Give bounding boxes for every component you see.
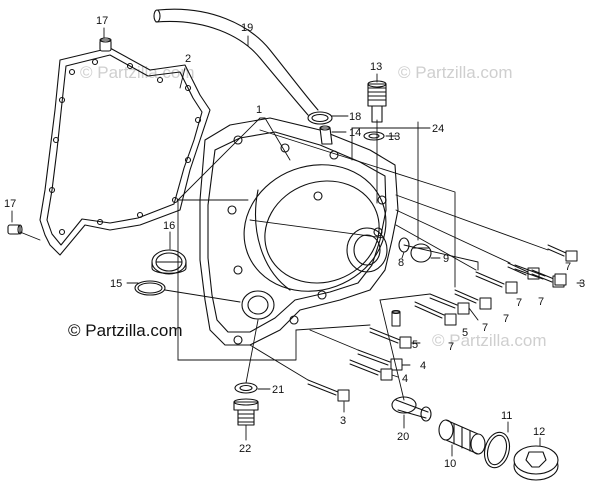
callout-4-upper: 4 xyxy=(420,360,426,372)
stud-5 xyxy=(391,310,401,327)
cap-9 xyxy=(410,243,432,263)
callout-4-lower: 4 xyxy=(402,373,408,385)
o-ring-11 xyxy=(483,431,511,469)
callout-17-left: 17 xyxy=(4,198,16,210)
bolt-5b xyxy=(369,327,412,349)
cap-12 xyxy=(513,445,559,481)
callout-13: 13 xyxy=(370,61,382,73)
dowel-pin-top xyxy=(99,37,112,52)
bolt-7e xyxy=(454,289,492,310)
gasket-part xyxy=(39,47,211,256)
callout-7-a: 7 xyxy=(565,261,571,273)
callout-9: 9 xyxy=(443,253,449,265)
washer-13 xyxy=(363,131,385,141)
strainer-20 xyxy=(391,396,432,422)
nipple-14 xyxy=(319,125,333,145)
crankcase-cover xyxy=(199,117,399,346)
callout-17-top: 17 xyxy=(96,15,108,27)
watermark-bottom: © Partzilla.com xyxy=(432,331,547,350)
callout-15: 15 xyxy=(110,278,122,290)
callout-2: 2 xyxy=(185,53,191,65)
bolt-7d xyxy=(475,271,518,294)
callout-19: 19 xyxy=(241,22,253,34)
bolt-7a xyxy=(547,244,578,262)
callout-7-e: 7 xyxy=(482,322,488,334)
callout-7-f: 7 xyxy=(448,341,454,353)
washer-21 xyxy=(234,382,258,394)
callout-5-upper: 5 xyxy=(462,327,468,339)
callout-24: 24 xyxy=(432,123,444,135)
union-fitting-13 xyxy=(367,80,387,123)
callout-7-c: 7 xyxy=(516,297,522,309)
callout-7-b: 7 xyxy=(538,296,544,308)
spring-10 xyxy=(438,419,486,455)
bolt-3b xyxy=(307,379,350,402)
hose-clamp-18 xyxy=(307,111,333,125)
callout-12: 12 xyxy=(533,426,545,438)
bolt-7f xyxy=(414,301,457,326)
callout-11: 11 xyxy=(501,410,512,422)
callout-20: 20 xyxy=(397,431,409,443)
drain-plug-22 xyxy=(233,398,259,426)
callout-21: 21 xyxy=(272,384,284,396)
callout-18: 18 xyxy=(349,111,361,123)
callout-14: 14 xyxy=(349,127,361,139)
callout-3-right: 3 xyxy=(579,278,585,290)
bolts-group xyxy=(307,244,578,402)
callout-labels: 1 2 3 3 4 4 5 5 7 7 7 7 7 7 8 9 10 11 12… xyxy=(4,15,585,470)
callout-10: 10 xyxy=(444,458,456,470)
callout-5-lower: 5 xyxy=(412,339,418,351)
callout-22: 22 xyxy=(239,443,251,455)
leader-lines xyxy=(11,27,584,457)
bolt-4b xyxy=(349,359,393,381)
callout-13-washer: 13 xyxy=(388,131,400,143)
copyright-text: © Partzilla.com xyxy=(68,321,183,340)
o-ring-15 xyxy=(134,280,166,296)
bolt-3a xyxy=(514,264,567,286)
breather-hose xyxy=(153,8,319,116)
watermark-right: © Partzilla.com xyxy=(398,63,513,82)
bolt-4a xyxy=(357,349,403,371)
callout-8: 8 xyxy=(398,257,404,269)
callout-1: 1 xyxy=(256,104,262,116)
callout-3-bottom: 3 xyxy=(340,415,346,427)
callout-16: 16 xyxy=(163,220,175,232)
callout-7-d: 7 xyxy=(503,313,509,325)
dowel-pin-left xyxy=(7,224,23,235)
oil-check-plug xyxy=(151,249,187,275)
